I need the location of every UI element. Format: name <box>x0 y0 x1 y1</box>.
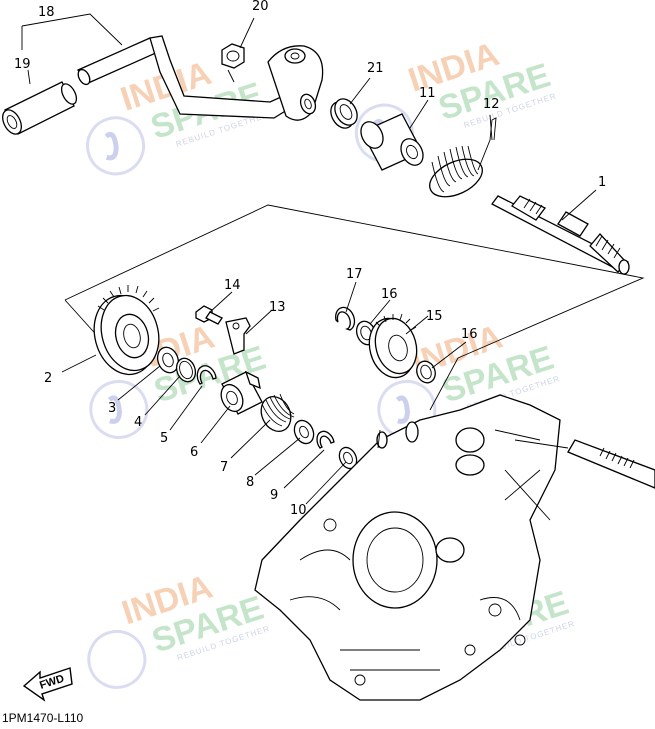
callout-9: 9 <box>270 488 278 503</box>
collar <box>360 113 424 171</box>
ratchet-spring <box>260 393 295 433</box>
callout-17: 17 <box>346 267 363 282</box>
circlip-9 <box>316 430 335 449</box>
callout-16b: 16 <box>461 327 478 342</box>
callout-21: 21 <box>367 61 384 76</box>
ratchet-guide <box>225 317 251 355</box>
callout-10: 10 <box>290 503 307 518</box>
callout-8: 8 <box>246 475 254 490</box>
callout-20: 20 <box>252 0 269 14</box>
callout-2: 2 <box>44 371 52 386</box>
callout-19: 19 <box>14 57 31 72</box>
callout-15: 15 <box>426 309 443 324</box>
callout-12: 12 <box>483 97 500 112</box>
ratchet <box>220 370 263 415</box>
callout-1: 1 <box>598 175 606 190</box>
forward-arrow-icon: FWD <box>22 667 73 702</box>
circlip-17 <box>335 306 356 331</box>
callout-7: 7 <box>220 460 228 475</box>
kick-shaft <box>491 195 630 275</box>
crankcase <box>254 394 655 701</box>
callout-11: 11 <box>419 86 436 101</box>
callout-18: 18 <box>38 5 55 20</box>
drawing-code: 1PM1470-L110 <box>2 711 83 724</box>
callout-3: 3 <box>108 401 116 416</box>
callout-13: 13 <box>269 300 286 315</box>
kick-lever <box>2 35 324 135</box>
callout-6: 6 <box>190 445 198 460</box>
washer-8 <box>293 419 315 445</box>
oil-seal <box>330 98 358 129</box>
callout-labels: 1 2 3 4 5 6 7 8 9 10 11 12 13 14 15 16 1… <box>14 0 606 518</box>
circlip-5 <box>196 365 217 385</box>
torsion-spring <box>429 117 497 198</box>
idle-gear-15 <box>368 313 418 379</box>
bolt-14 <box>195 305 223 325</box>
washer-16b <box>416 360 436 384</box>
callout-14: 14 <box>224 278 241 293</box>
watermark-bottom-left: INDIA SPARE REBUILD TOGETHER <box>87 568 271 689</box>
circlip-4 <box>175 357 197 383</box>
callout-4: 4 <box>134 415 142 430</box>
leader-lines <box>21 13 597 505</box>
washer-3 <box>156 346 180 374</box>
crankcase-leader <box>377 429 569 449</box>
callout-16a: 16 <box>381 287 398 302</box>
kick-idle-gear <box>93 285 160 376</box>
callout-5: 5 <box>160 431 168 446</box>
